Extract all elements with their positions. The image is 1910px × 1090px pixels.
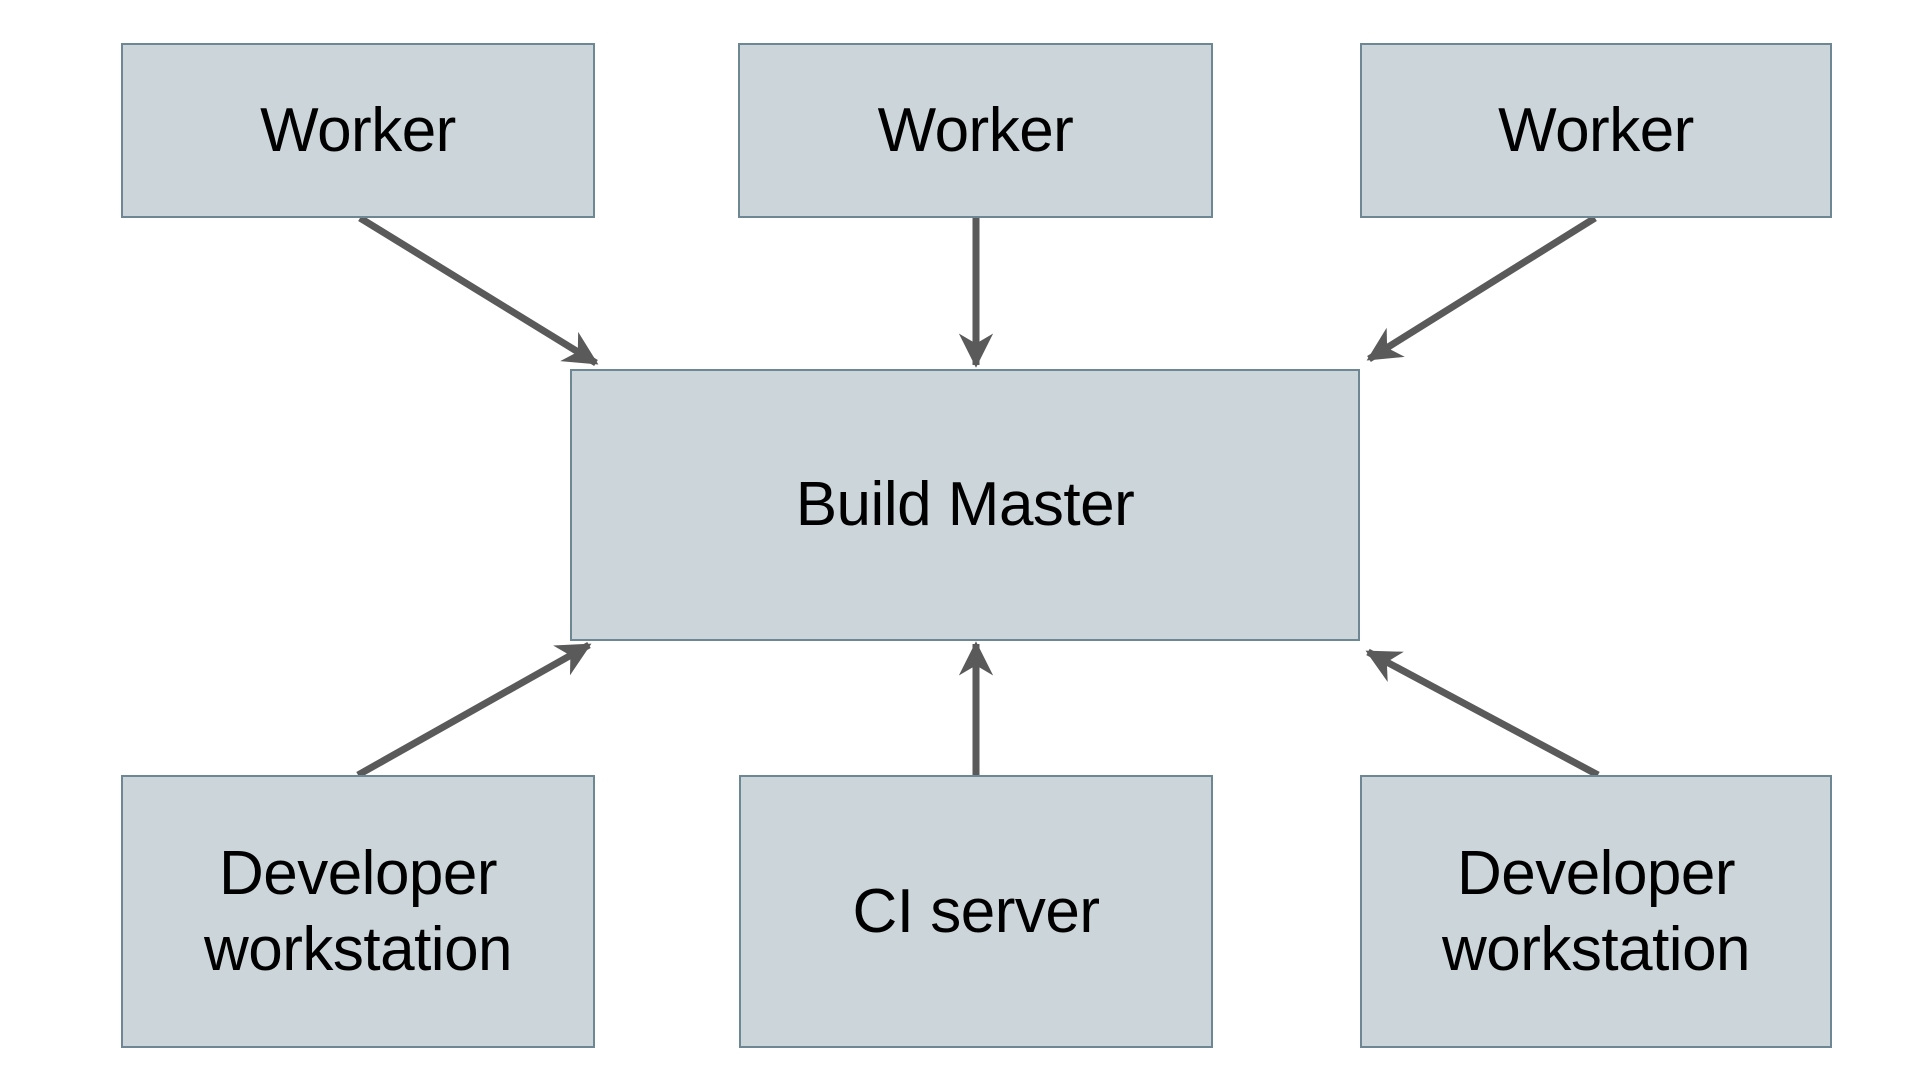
node-worker-1[interactable]: Worker [121, 43, 595, 218]
edge-worker1-to-master [358, 215, 599, 366]
node-label-worker-1: Worker [260, 95, 456, 165]
node-label-developer-workstation-left: Developer workstation [203, 838, 513, 984]
node-worker-3[interactable]: Worker [1360, 43, 1832, 218]
node-label-worker-2: Worker [877, 95, 1074, 165]
edge-worker3-to-master [1366, 215, 1597, 362]
edge-devleft-to-master [356, 641, 592, 779]
node-developer-workstation-right[interactable]: Developer workstation [1360, 775, 1832, 1048]
node-build-master[interactable]: Build Master [570, 369, 1360, 641]
node-label-developer-workstation-right: Developer workstation [1441, 838, 1751, 984]
node-ci-server[interactable]: CI server [739, 775, 1213, 1048]
edge-devright-to-master [1365, 648, 1600, 779]
node-developer-workstation-left[interactable]: Developer workstation [121, 775, 595, 1048]
node-label-ci-server: CI server [852, 876, 1100, 946]
node-worker-2[interactable]: Worker [738, 43, 1213, 218]
node-label-worker-3: Worker [1498, 95, 1694, 165]
node-label-build-master: Build Master [795, 470, 1135, 540]
